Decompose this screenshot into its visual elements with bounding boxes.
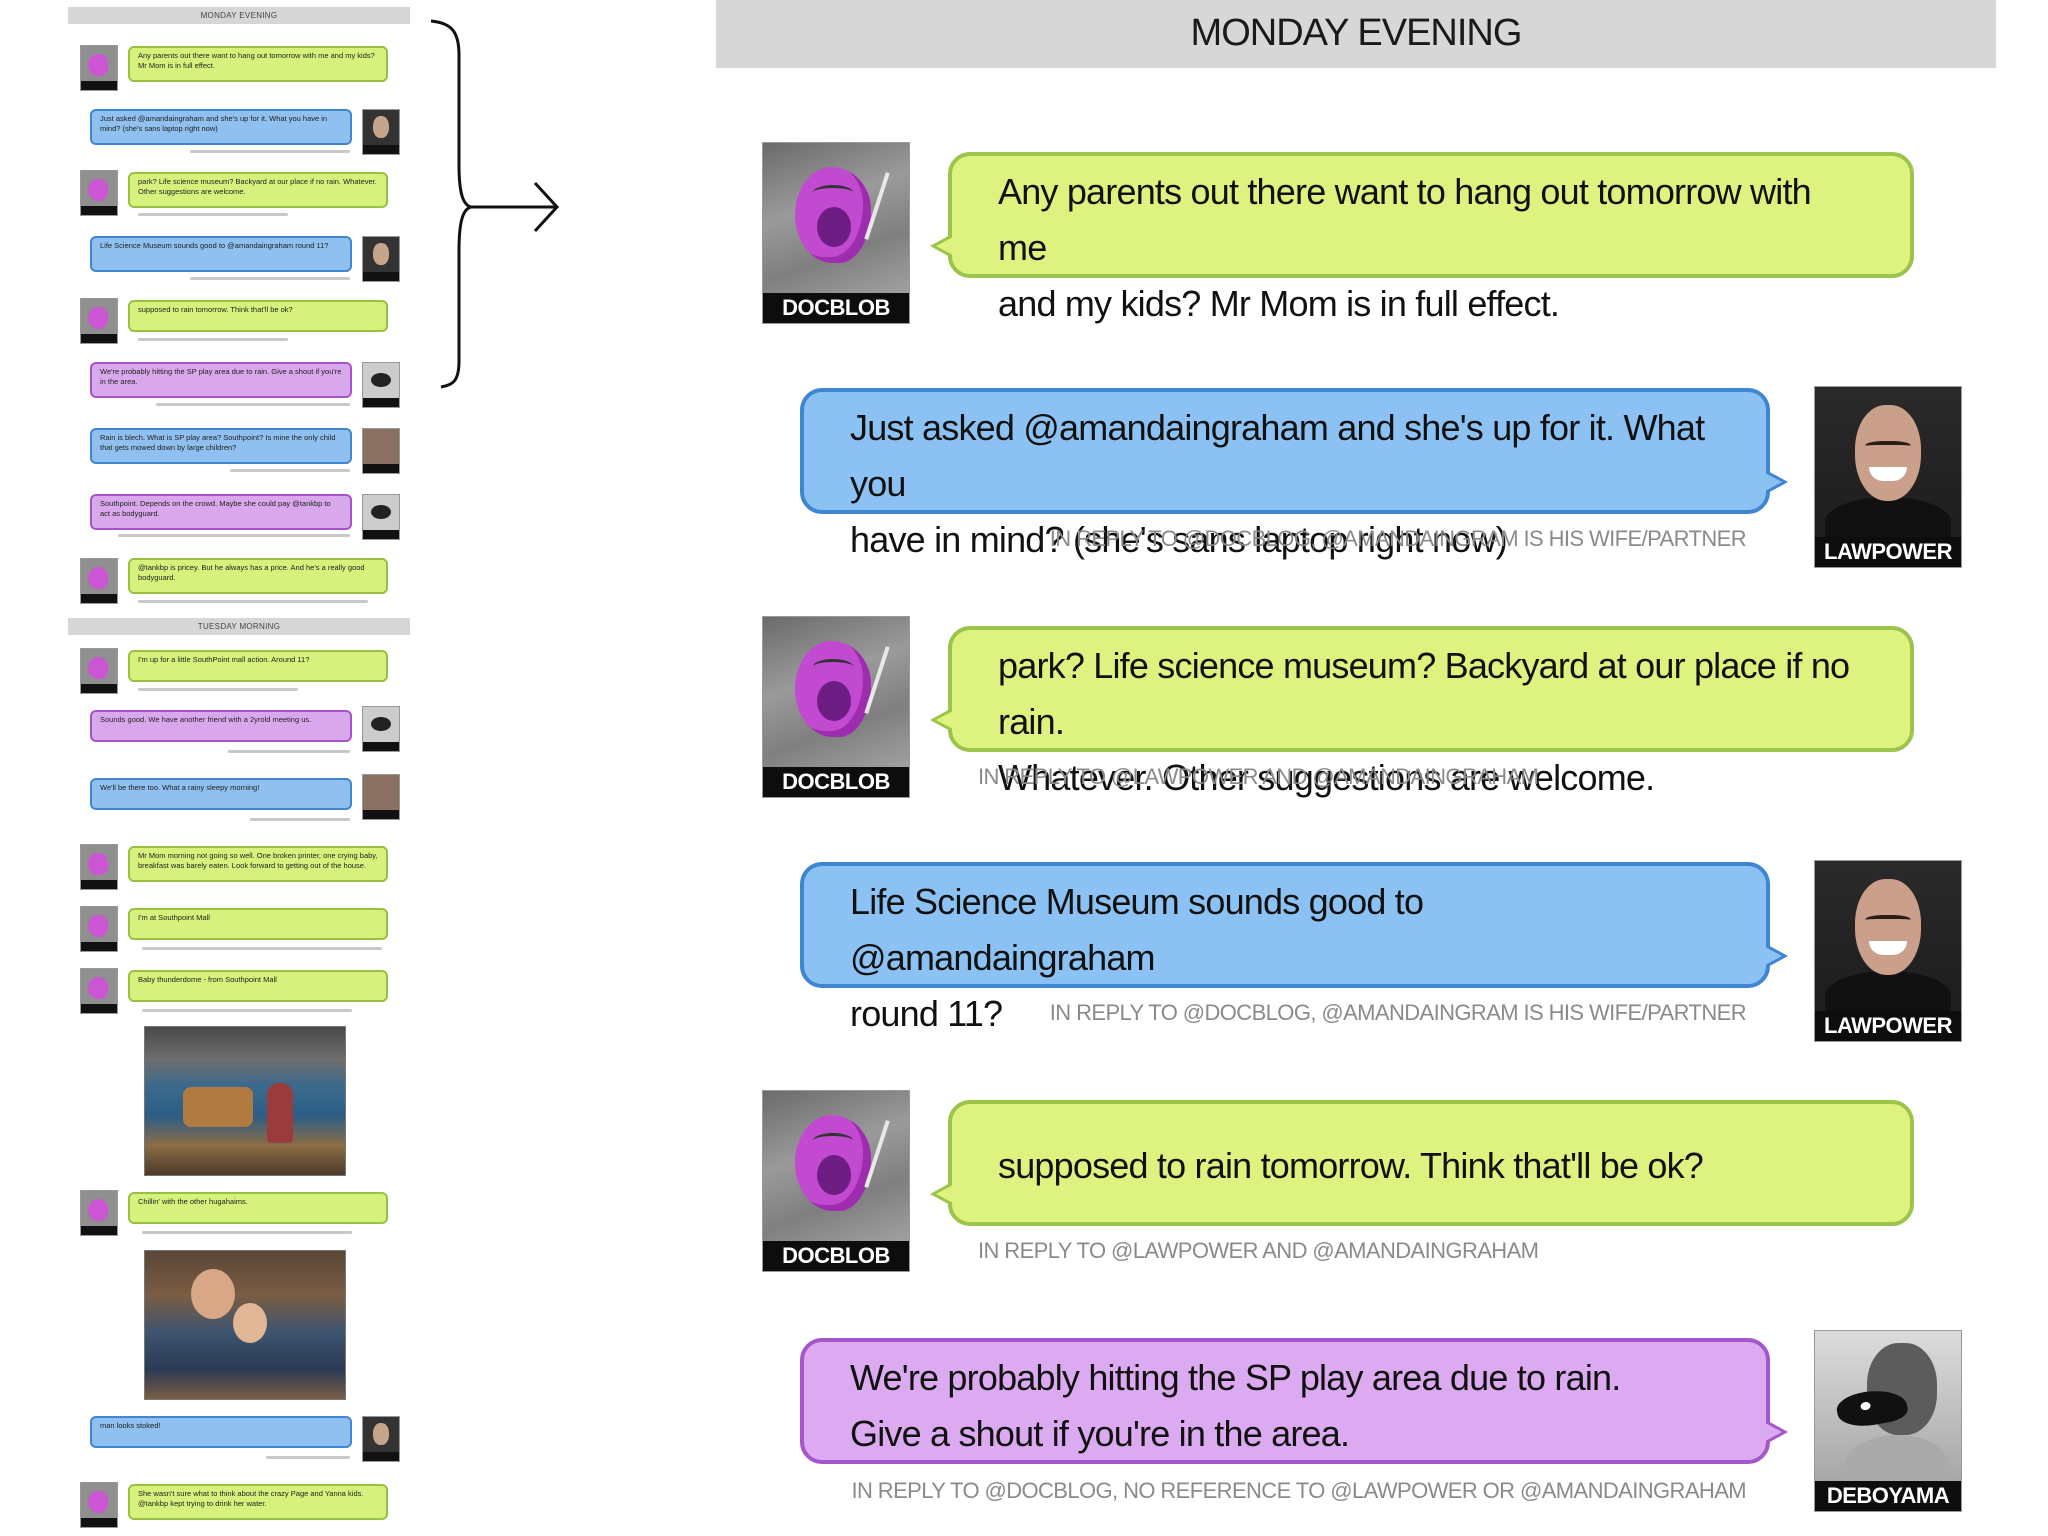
thumb-message: I'm up for a little SouthPoint mall acti…	[128, 650, 388, 682]
thumb-meta	[138, 213, 288, 216]
main-header: MONDAY EVENING	[716, 0, 1996, 68]
thumb-message: Sounds good. We have another friend with…	[90, 710, 352, 742]
avatar-username: DEBOYAMA	[1815, 1481, 1961, 1511]
thumb-message: Rain is blech. What is SP play area? Sou…	[90, 428, 352, 464]
thumb-photo-play-area	[144, 1026, 346, 1176]
thumb-avatar-lawpower	[362, 1416, 400, 1462]
tweet-text-line: Life Science Museum sounds good to @aman…	[850, 881, 1424, 978]
tweet-text-line: Give a shout if you're in the area.	[850, 1413, 1350, 1454]
tweet-text-line: Whatever. Other suggestions are welcome.	[998, 757, 1655, 798]
thumb-avatar-lawpower	[362, 109, 400, 155]
thumb-avatar-docblob	[80, 968, 118, 1014]
thumb-avatar-docblob	[80, 1190, 118, 1236]
thumb-message: Southpoint. Depends on the crowd. Maybe …	[90, 494, 352, 530]
thumb-message: Life Science Museum sounds good to @aman…	[90, 236, 352, 272]
tweet-text-line: round 11?	[850, 993, 1003, 1034]
thumb-meta	[118, 534, 350, 537]
thumb-header-monday: MONDAY EVENING	[68, 7, 410, 24]
thumb-meta	[138, 600, 368, 603]
thumb-avatar-user	[362, 774, 400, 820]
thumb-avatar-docblob	[80, 45, 118, 91]
thumb-avatar-docblob	[80, 298, 118, 344]
avatar-username: LAWPOWER	[1815, 537, 1961, 567]
thumb-avatar-docblob	[80, 648, 118, 694]
avatar-docblob: DOCBLOB	[762, 1090, 910, 1272]
thumb-message: Any parents out there want to hang out t…	[128, 46, 388, 82]
thumb-message: man looks stoked!	[90, 1416, 352, 1448]
thumb-message: Mr Mom morning not going so well. One br…	[128, 846, 388, 882]
thumb-avatar-docblob	[80, 170, 118, 216]
avatar-username: DOCBLOB	[763, 1241, 909, 1271]
avatar-lawpower: LAWPOWER	[1814, 860, 1962, 1042]
tweet-text-line: and my kids? Mr Mom is in full effect.	[998, 283, 1560, 324]
tweet-text-line: supposed to rain tomorrow. Think that'll…	[998, 1145, 1704, 1186]
thumb-message: Just asked @amandaingraham and she's up …	[90, 109, 352, 145]
thumb-message: She wasn't sure what to think about the …	[128, 1484, 388, 1520]
tweet-bubble: park? Life science museum? Backyard at o…	[930, 626, 1914, 798]
tweet-bubble: supposed to rain tomorrow. Think that'll…	[930, 1100, 1914, 1226]
thumb-avatar-docblob	[80, 844, 118, 890]
thumb-photo-family	[144, 1250, 346, 1400]
thumb-message: I'm at Southpoint Mall	[128, 908, 388, 940]
thumb-meta	[142, 1231, 352, 1234]
avatar-lawpower: LAWPOWER	[1814, 386, 1962, 568]
thumb-avatar-docblob	[80, 906, 118, 952]
tweet-text-line: We're probably hitting the SP play area …	[850, 1357, 1621, 1398]
avatar-username: DOCBLOB	[763, 293, 909, 323]
zoom-bracket-arrow-icon	[430, 19, 560, 389]
thumb-message: supposed to rain tomorrow. Think that'll…	[128, 300, 388, 332]
thumb-meta	[138, 688, 298, 691]
thumb-avatar-docblob	[80, 1482, 118, 1528]
thumb-meta	[250, 818, 350, 821]
thumb-meta	[228, 750, 350, 753]
thumb-meta	[190, 277, 350, 280]
thumb-message: @tankbp is pricey. But he always has a p…	[128, 558, 388, 594]
tweet-bubble: We're probably hitting the SP play area …	[800, 1338, 1788, 1464]
tweet-text-line: Any parents out there want to hang out t…	[998, 171, 1812, 268]
thumb-message: We're probably hitting the SP play area …	[90, 362, 352, 398]
reply-context: IN REPLY TO @DOCBLOG, NO REFERENCE TO @L…	[851, 1478, 1746, 1503]
thumb-avatar-deboyama	[362, 494, 400, 540]
tweet-bubble: Life Science Museum sounds good to @aman…	[800, 862, 1788, 1034]
thumb-header-tuesday: TUESDAY MORNING	[68, 618, 410, 635]
thumb-message: Chillin' with the other hugahaims.	[128, 1192, 388, 1224]
avatar-username: LAWPOWER	[1815, 1011, 1961, 1041]
reply-context: IN REPLY TO @LAWPOWER AND @AMANDAINGRAHA…	[978, 764, 1539, 789]
thumb-meta	[190, 150, 350, 153]
thumb-message: Baby thunderdome - from Southpoint Mall	[128, 970, 388, 1002]
thumb-message: We'll be there too. What a rainy sleepy …	[90, 778, 352, 810]
reply-context: IN REPLY TO @LAWPOWER AND @AMANDAINGRAHA…	[978, 1238, 1539, 1263]
tweet-text-line: park? Life science museum? Backyard at o…	[998, 645, 1850, 742]
thumb-avatar-deboyama	[362, 706, 400, 752]
thumb-meta	[142, 947, 382, 950]
reply-context: IN REPLY TO @DOCBLOG, @AMANDAINGRAM IS H…	[1049, 526, 1747, 551]
thumb-meta	[266, 1456, 350, 1459]
avatar-docblob: DOCBLOB	[762, 616, 910, 798]
thumb-message: park? Life science museum? Backyard at o…	[128, 172, 388, 208]
thumb-avatar-docblob	[80, 558, 118, 604]
thumb-avatar-deboyama	[362, 362, 400, 408]
thumb-meta	[156, 403, 350, 406]
thumb-avatar-user	[362, 428, 400, 474]
tweet-text-line: have in mind? (she's sans laptop right n…	[850, 519, 1508, 560]
tweet-bubble: Just asked @amandaingraham and she's up …	[800, 388, 1788, 560]
thumb-meta	[142, 1009, 352, 1012]
thumb-avatar-lawpower	[362, 236, 400, 282]
avatar-username: DOCBLOB	[763, 767, 909, 797]
thumb-meta	[230, 469, 350, 472]
tweet-bubble: Any parents out there want to hang out t…	[930, 152, 1914, 324]
avatar-docblob: DOCBLOB	[762, 142, 910, 324]
thumb-meta	[138, 338, 288, 341]
avatar-deboyama: DEBOYAMA	[1814, 1330, 1962, 1512]
reply-context: IN REPLY TO @DOCBLOG, @AMANDAINGRAM IS H…	[1049, 1000, 1747, 1025]
tweet-text-line: Just asked @amandaingraham and she's up …	[850, 407, 1705, 504]
